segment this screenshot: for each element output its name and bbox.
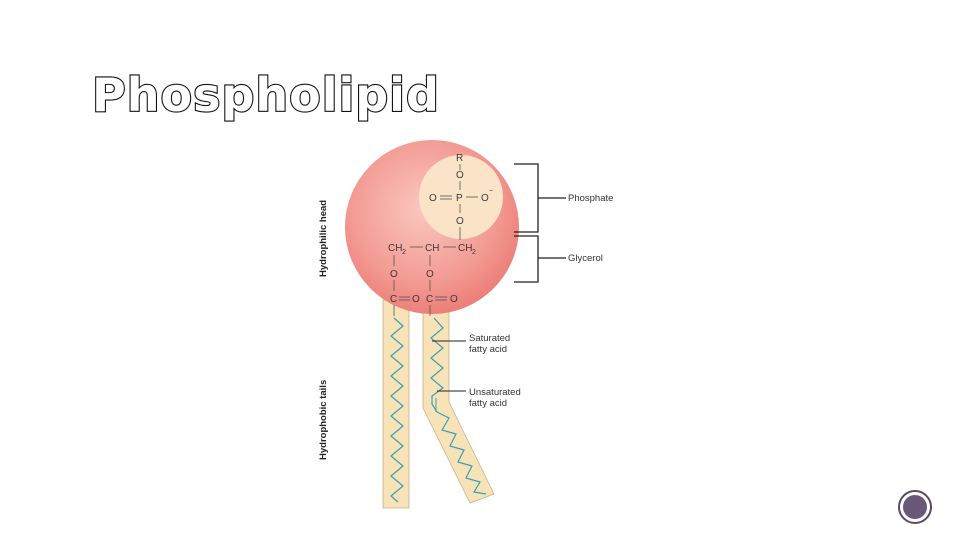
saturated-chain	[390, 317, 404, 503]
unsaturated-chain	[430, 317, 444, 413]
atom-o-ester-right: O	[426, 269, 434, 280]
hydrophobic-tails-label: Hydrophobic tails	[318, 380, 329, 460]
page-title: Phospholipid	[91, 68, 440, 122]
atom-o-minus: O	[481, 193, 489, 204]
phosphate-bracket	[514, 163, 566, 233]
glycerol-label: Glycerol	[568, 253, 603, 264]
unsaturated-chain-bent	[436, 411, 487, 495]
slide-number-badge	[898, 490, 932, 524]
unsaturated-label-1: Unsaturated	[469, 387, 521, 398]
atom-o-bottom: O	[456, 216, 464, 227]
saturated-label-2: fatty acid	[469, 344, 507, 355]
saturated-tail	[382, 299, 410, 509]
atom-c-left: C	[390, 294, 397, 305]
subscript-2: 2	[402, 249, 406, 256]
atom-ch2-left: CH	[388, 243, 402, 254]
glycerol-bracket	[514, 235, 566, 283]
atom-o-top: O	[456, 170, 464, 181]
hydrophobic-tails	[382, 299, 495, 509]
atom-c-right: C	[426, 294, 433, 305]
atom-ch2-right: CH	[458, 243, 472, 254]
phosphate-label: Phosphate	[568, 193, 613, 204]
atom-r: R	[456, 153, 463, 164]
atom-o-left: O	[429, 193, 437, 204]
atom-o-carbonyl-left: O	[412, 294, 420, 305]
atom-o-ester-left: O	[390, 269, 398, 280]
saturated-label-1: Saturated	[469, 333, 510, 344]
hydrophilic-head-label: Hydrophilic head	[318, 200, 329, 277]
atom-ch: CH	[425, 243, 439, 254]
charge-minus: −	[489, 188, 493, 195]
atom-o-carbonyl-right: O	[450, 294, 458, 305]
atom-p: P	[456, 193, 463, 204]
subscript-2: 2	[472, 249, 476, 256]
unsaturated-label-2: fatty acid	[469, 398, 507, 409]
phosphate-group	[419, 155, 503, 239]
